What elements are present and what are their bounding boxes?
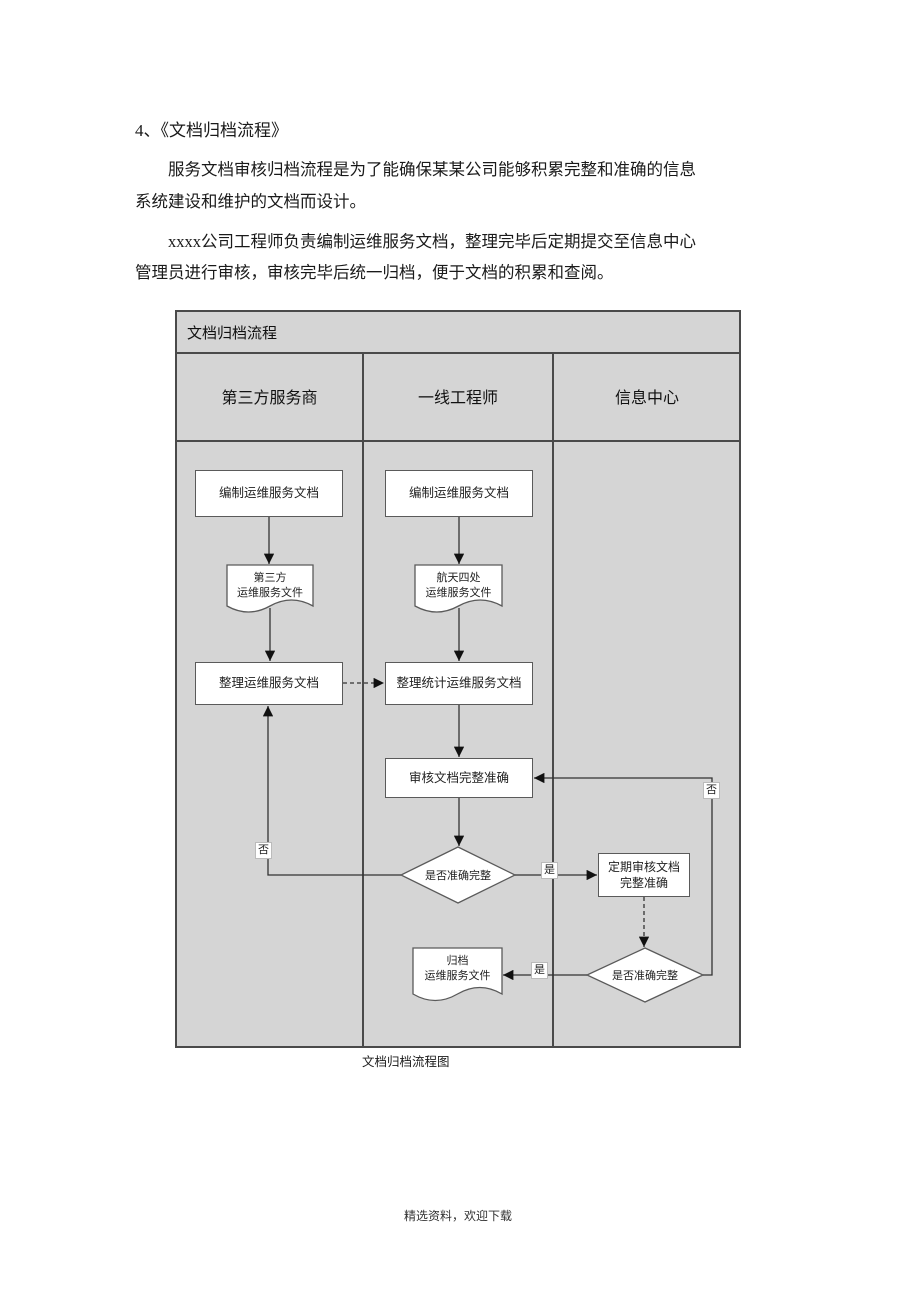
lane-divider-2 <box>552 352 554 1046</box>
edge-label-no-1: 否 <box>255 842 272 859</box>
decision-diamond-l2 <box>399 846 517 904</box>
label-l2-doc: 航天四处 运维服务文件 <box>425 572 492 599</box>
header-divider-line <box>177 440 739 442</box>
node-l2-review-doc: 审核文档完整准确 <box>385 758 533 798</box>
node-l2-create-doc: 编制运维服务文档 <box>385 470 533 517</box>
lane-header-info-center: 信息中心 <box>614 390 679 407</box>
paragraph-2-line-1: xxxx公司工程师负责编制运维服务文档，整理完毕后定期提交至信息中心 <box>168 232 696 251</box>
label-archive-doc: 归档 运维服务文件 <box>424 955 491 982</box>
document-shape-l2 <box>414 564 503 613</box>
figure-caption: 文档归档流程图 <box>362 1055 450 1069</box>
title-divider-line <box>177 352 739 354</box>
lane-header-frontline-engineer: 一线工程师 <box>417 390 498 407</box>
node-l1-create-doc: 编制运维服务文档 <box>195 470 343 517</box>
edge-decision-no-loop <box>262 706 401 876</box>
lane-divider-1 <box>362 352 364 1046</box>
edge-label-yes-2: 是 <box>531 962 548 979</box>
decision-diamond-l3 <box>585 947 705 1003</box>
page-footer: 精选资料，欢迎下载 <box>404 1209 513 1223</box>
node-l3-periodic-review: 定期审核文档 完整准确 <box>598 853 690 897</box>
label-l1-doc: 第三方 运维服务文件 <box>237 572 303 599</box>
node-l1-organize-doc: 整理运维服务文档 <box>195 662 343 705</box>
edge-l3-decision-no-loop <box>534 772 713 976</box>
section-heading: 4、《文档归档流程》 <box>135 121 288 140</box>
node-l2-organize-doc: 整理统计运维服务文档 <box>385 662 533 705</box>
edge-label-no-2: 否 <box>703 782 720 799</box>
flowchart: 文档归档流程 第三方服务商 一线工程师 信息中心 <box>175 310 741 1048</box>
flowchart-title: 文档归档流程 <box>187 325 278 342</box>
flowchart-connectors <box>226 517 713 1003</box>
paragraph-1-line-2: 系统建设和维护的文档而设计。 <box>135 192 366 211</box>
lane-header-third-party: 第三方服务商 <box>221 390 318 407</box>
document-shape-l1 <box>226 564 314 613</box>
edge-label-yes-1: 是 <box>541 862 558 879</box>
label-l3-decision: 是否准确完整 <box>612 970 678 982</box>
label-l2-decision: 是否准确完整 <box>425 870 491 882</box>
document-shape-archive <box>412 947 503 1002</box>
paragraph-1-line-1: 服务文档审核归档流程是为了能确保某某公司能够积累完整和准确的信息 <box>168 160 696 179</box>
paragraph-2-line-2: 管理员进行审核，审核完毕后统一归档，便于文档的积累和查阅。 <box>135 263 614 282</box>
